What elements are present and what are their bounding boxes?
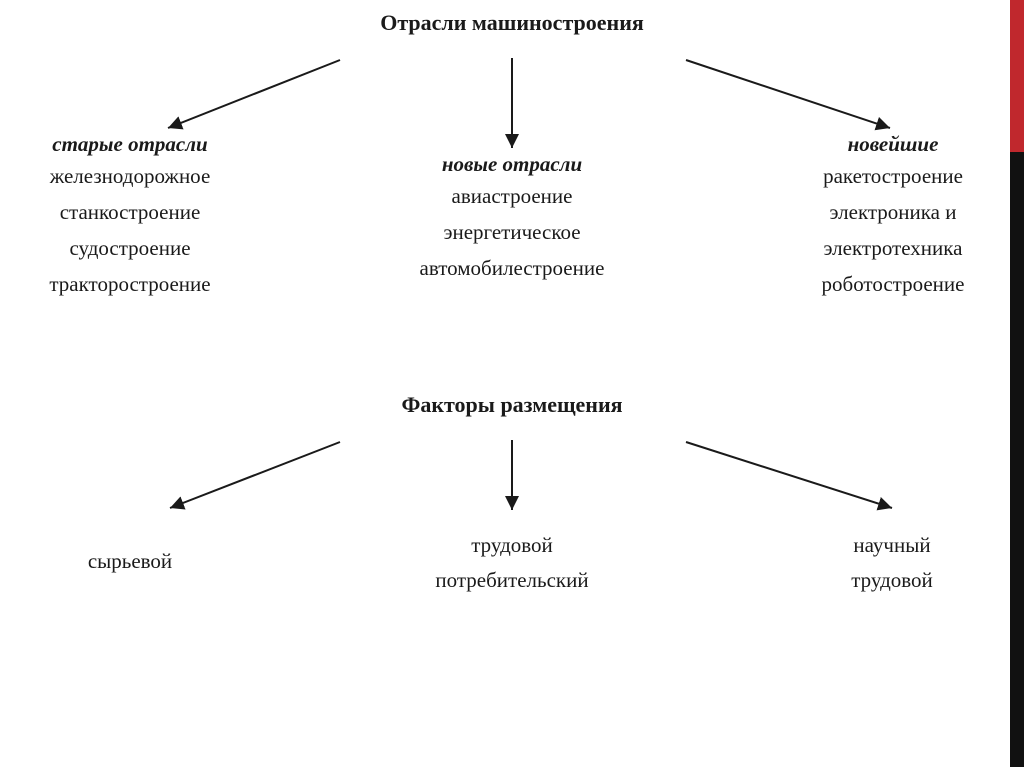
arrow-to-factor-science [685,441,893,511]
branch-newest: новейшие ракетостроение электроника и эл… [782,130,1004,302]
factor-item: научный [853,533,931,557]
branch-newest-item: роботостроение [821,272,965,296]
arrow-to-factor-raw [169,441,341,510]
branch-new-item: автомобилестроение [419,256,605,280]
accent-bar-red [1010,0,1024,152]
factor-group-science: научный трудовой [802,528,982,598]
branch-newest-item: ракетостроение [823,164,963,188]
factor-item: трудовой [851,568,933,592]
factor-group-labor: трудовой потребительский [387,528,637,598]
diagram-title: Отрасли машиностроения [380,10,644,35]
branch-new-item: авиастроение [451,184,573,208]
branch-newest-item: электротехника [823,236,963,260]
arrows-layer [167,58,893,511]
branch-new-item: энергетическое [443,220,581,244]
factors-title: Факторы размещения [401,392,623,417]
factor-group-raw: сырьевой [40,544,220,579]
arrow-to-old-branches [167,59,341,130]
branch-old-heading: старые отрасли [52,132,208,156]
branch-newest-item: электроника и [829,200,957,224]
accent-bar-black [1010,152,1024,767]
branch-newest-heading: новейшие [847,132,939,156]
branch-old-item: станкостроение [59,200,201,224]
branch-old-item: судостроение [69,236,191,260]
factor-item: сырьевой [87,549,173,573]
branch-old: старые отрасли железнодорожное станкостр… [0,130,260,302]
factor-item: потребительский [435,568,589,592]
arrow-to-newest-branches [685,59,891,131]
branch-new: новые отрасли авиастроение энергетическо… [362,150,662,286]
branch-new-heading: новые отрасли [441,152,583,176]
factor-item: трудовой [471,533,553,557]
branch-old-item: тракторостроение [49,272,211,296]
branch-old-item: железнодорожное [49,164,211,188]
